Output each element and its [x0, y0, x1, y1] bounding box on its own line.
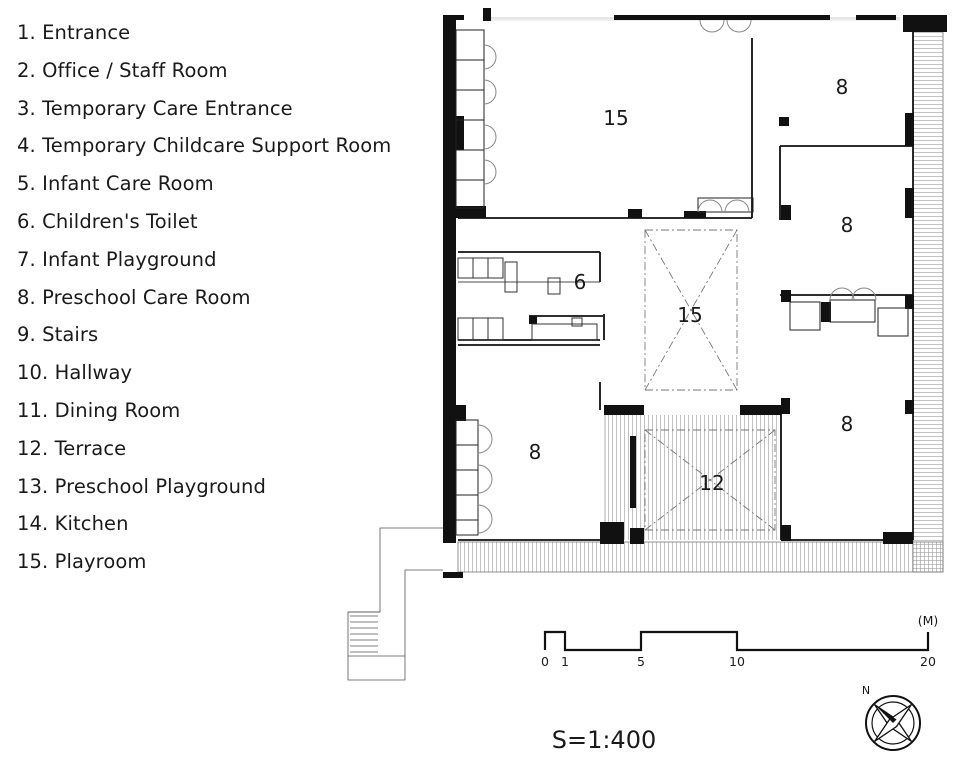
playroom-void — [644, 229, 776, 531]
toilet-fixtures — [457, 257, 598, 341]
scale-tick: 5 — [637, 654, 645, 669]
legend-item: 4. Temporary Childcare Support Room — [17, 134, 392, 158]
room-label-terrace: 12 — [699, 471, 724, 495]
north-label: N — [862, 684, 870, 697]
legend-item: 3. Temporary Care Entrance — [17, 96, 293, 120]
legend-item: 12. Terrace — [17, 436, 127, 460]
room-label-playroom: 15 — [603, 106, 628, 130]
room-label-playroom: 15 — [677, 303, 702, 327]
scale-tick: 1 — [561, 654, 569, 669]
solid-walls — [443, 8, 947, 578]
legend-item: 15. Playroom — [17, 550, 147, 574]
legend-item: 8. Preschool Care Room — [17, 285, 251, 309]
scale-tick: 10 — [729, 654, 745, 669]
room-legend: 1. Entrance 2. Office / Staff Room 3. Te… — [17, 14, 391, 581]
legend-item: 6. Children's Toilet — [17, 209, 198, 233]
scale-tick: 20 — [920, 654, 936, 669]
scale-ratio: S=1:400 — [552, 726, 657, 754]
interior-walls — [458, 28, 914, 541]
entrance-stairs — [347, 527, 443, 681]
legend-item: 2. Office / Staff Room — [17, 58, 228, 82]
legend-item: 1. Entrance — [17, 21, 131, 44]
perimeter-terrace — [457, 17, 944, 573]
scale-unit: (M) — [918, 613, 939, 628]
legend-item: 9. Stairs — [17, 323, 99, 347]
legend-item: 13. Preschool Playground — [17, 474, 266, 498]
room-label-preschool-care: 8 — [529, 440, 542, 464]
scale-bar: (M) 0 1 5 10 20 S=1:400 — [541, 613, 938, 754]
north-arrow-icon: N — [862, 684, 921, 751]
legend-item: 11. Dining Room — [17, 398, 181, 422]
scale-tick: 0 — [541, 654, 549, 669]
room-labels: 15 8 8 6 15 8 8 12 — [529, 75, 854, 495]
cabinets-and-doors — [455, 19, 909, 536]
room-label-preschool-care: 8 — [841, 213, 854, 237]
legend-item: 7. Infant Playground — [17, 247, 217, 271]
room-label-childrens-toilet: 6 — [574, 270, 587, 294]
legend-item: 5. Infant Care Room — [17, 172, 214, 196]
room-label-preschool-care: 8 — [836, 75, 849, 99]
legend-item: 14. Kitchen — [17, 512, 129, 536]
room-label-preschool-care: 8 — [841, 412, 854, 436]
legend-item: 10. Hallway — [17, 361, 133, 385]
